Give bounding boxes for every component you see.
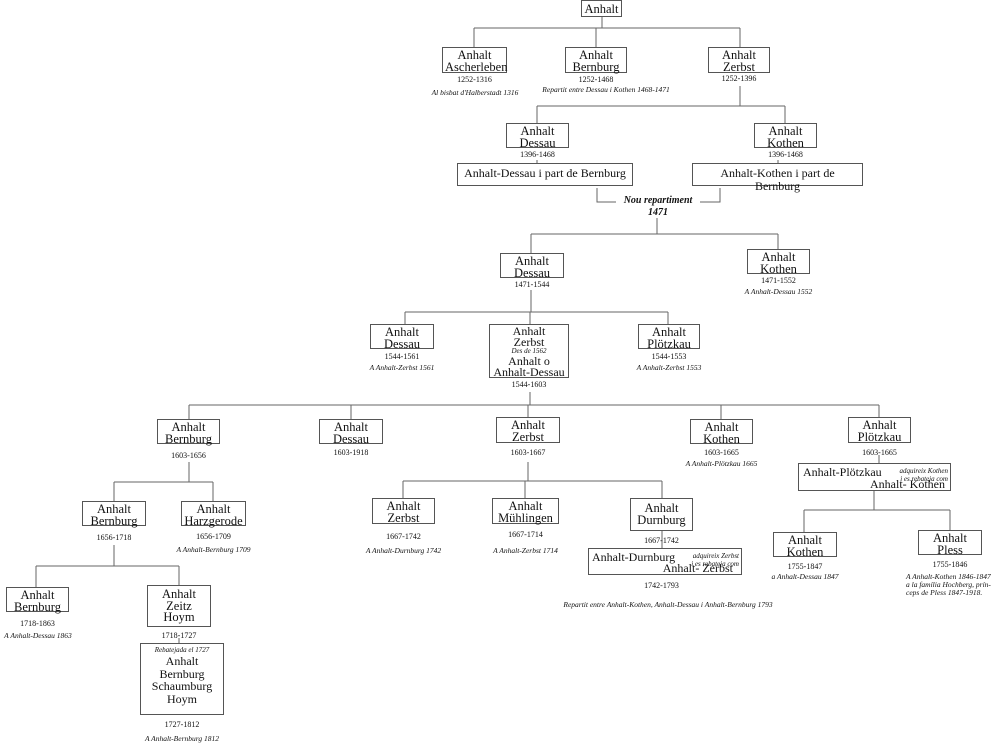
node-anhalt-plotzkau-1: Anhalt Plötzkau: [638, 324, 700, 350]
connector: [402, 462, 663, 498]
node-anhalt-zeitz-hoym: Anhalt Zeitz Hoym: [147, 585, 211, 627]
node-anhalt-kothen-1: Anhalt Kothen: [754, 123, 817, 149]
node-anhalt-pless: Anhalt Pless: [918, 530, 982, 556]
date-kothen-4: 1755-1847: [787, 562, 823, 571]
node-anhalt-kothen-4: Anhalt Kothen: [773, 532, 837, 558]
schaumburg-title: Anhalt Bernburg Schaumburg Hoym: [151, 654, 213, 706]
date-dessau-2: 1471-1544: [514, 280, 550, 289]
date-bernburg-3: 1656-1718: [96, 533, 132, 542]
zerbst-2-renamed: Anhalt o Anhalt-Dessau: [493, 354, 565, 379]
note-schaumburg: A Anhalt-Bernburg 1812: [144, 734, 220, 743]
node-anhalt-zerbst-3: Anhalt Zerbst: [496, 417, 560, 443]
connector: [473, 16, 741, 47]
date-kothen-3: 1603-1665: [704, 448, 739, 457]
node-anhalt-kothen-2: Anhalt Kothen: [747, 249, 810, 275]
connector: [188, 392, 880, 419]
durnburg-zerbst-note: adquireix Zerbst i es rebateja com: [691, 552, 739, 568]
connector: [596, 188, 721, 203]
date-bernburg-4: 1718-1863: [20, 619, 55, 628]
node-anhalt-dessau-4: Anhalt Dessau: [319, 419, 383, 445]
node-anhalt-bernburg-4: Anhalt Bernburg: [6, 587, 69, 613]
date-pless: 1755-1846: [932, 560, 968, 569]
date-dessau-3: 1544-1561: [384, 352, 420, 361]
date-zerbst-4: 1667-1742: [386, 532, 421, 541]
note-plotzkau-1: A Anhalt-Zerbst 1553: [636, 363, 702, 372]
date-harzgerode: 1656-1709: [196, 532, 231, 541]
connector: [530, 218, 779, 253]
node-anhalt-bernburg-3: Anhalt Bernburg: [82, 501, 146, 527]
date-kothen-2: 1471-1552: [761, 276, 796, 285]
connector: [404, 290, 669, 324]
plotzkau-kothen-renamed: Anhalt- Kothen: [870, 477, 945, 491]
note-durnburg-zerbst: Repartit entre Anhalt-Kothen, Anhalt-Des…: [563, 600, 773, 609]
date-durnburg: 1667-1742: [644, 536, 679, 545]
note-nou-repartiment: Nou repartiment 1471: [623, 195, 693, 218]
date-kothen-1: 1396-1468: [768, 150, 803, 159]
note-kothen-3: A Anhalt-Plötzkau 1665: [685, 459, 758, 468]
date-zerbst-3: 1603-1667: [510, 448, 546, 457]
node-anhalt-aschersleben: Anhalt Ascherleben: [442, 47, 507, 73]
node-anhalt-muhlingen: Anhalt Mühlingen: [492, 498, 559, 524]
note-harzgerode: A Anhalt-Bernburg 1709: [176, 545, 251, 554]
note-dessau-3: A Anhalt-Zerbst 1561: [369, 363, 435, 372]
schaumburg-note: Rebatejada el 1727: [154, 646, 210, 654]
node-anhalt-bernburg-2: Anhalt Bernburg: [157, 419, 220, 445]
node-anhalt: Anhalt: [581, 0, 622, 17]
note-kothen-4: a Anhalt-Dessau 1847: [771, 572, 839, 581]
node-anhalt-plotzkau-kothen: Anhalt-Plötzkau adquireix Kothen i es re…: [798, 463, 951, 491]
connector: [35, 545, 180, 587]
note-zerbst-4: A Anhalt-Durnburg 1742: [365, 546, 442, 555]
node-anhalt-zerbst-2: Anhalt Zerbst Des de 1562 Anhalt o Anhal…: [489, 324, 569, 378]
node-anhalt-dessau-2: Anhalt Dessau: [500, 253, 564, 279]
note-bernburg-1: Repartit entre Dessau i Kothen 1468-1471: [542, 85, 670, 94]
note-kothen-2: A Anhalt-Dessau 1552: [744, 287, 813, 296]
node-anhalt-zerbst-1: Anhalt Zerbst: [708, 47, 770, 73]
node-anhalt-harzgerode: Anhalt Harzgerode: [181, 501, 246, 527]
connector: [536, 160, 779, 163]
plotzkau-kothen-original: Anhalt-Plötzkau: [803, 465, 882, 479]
date-muhlingen: 1667-1714: [508, 530, 543, 539]
date-aschersleben: 1252-1316: [457, 75, 492, 84]
connector: [536, 86, 786, 123]
node-anhalt-durnburg-zerbst: Anhalt-Durnburg adquireix Zerbst i es re…: [588, 548, 742, 575]
note-aschersleben: Al bisbat d'Halberstadt 1316: [431, 88, 519, 97]
date-zerbst-2: 1544-1603: [511, 380, 547, 389]
zerbst-2-note: Des de 1562: [511, 347, 547, 355]
date-plotzkau-1: 1544-1553: [651, 352, 687, 361]
date-dessau-1: 1396-1468: [520, 150, 555, 159]
node-anhalt-plotzkau-2: Anhalt Plötzkau: [848, 417, 911, 443]
date-zeitz-hoym: 1718-1727: [161, 631, 197, 640]
durnburg-zerbst-original: Anhalt-Durnburg: [592, 550, 676, 564]
node-anhalt-durnburg: Anhalt Durnburg: [630, 498, 693, 531]
node-anhalt-zerbst-4: Anhalt Zerbst: [372, 498, 435, 524]
date-bernburg-1: 1252-1468: [578, 75, 614, 84]
node-anhalt-dessau-3: Anhalt Dessau: [370, 324, 434, 350]
zerbst-2-title: Anhalt Zerbst: [512, 324, 546, 349]
date-dessau-4: 1603-1918: [333, 448, 369, 457]
node-anhalt-bernburg-schaumburg-hoym: Rebatejada el 1727 Anhalt Bernburg Schau…: [140, 643, 224, 715]
date-zerbst-1: 1252-1396: [721, 74, 757, 83]
plotzkau-kothen-note: adquireix Kothen i es rebateja com: [899, 467, 948, 483]
date-bernburg-2: 1603-1656: [171, 451, 206, 460]
node-anhalt-dessau-part-bernburg: Anhalt-Dessau i part de Bernburg: [457, 163, 633, 186]
durnburg-zerbst-renamed: Anhalt- Zerbst: [662, 561, 733, 575]
date-schaumburg: 1727-1812: [164, 720, 200, 729]
node-anhalt-kothen-3: Anhalt Kothen: [690, 419, 753, 445]
note-bernburg-4: A Anhalt-Dessau 1863: [4, 631, 72, 640]
node-anhalt-kothen-part-bernburg: Anhalt-Kothen i part de Bernburg: [692, 163, 863, 193]
connector: [803, 455, 951, 532]
node-anhalt-dessau-1: Anhalt Dessau: [506, 123, 569, 149]
note-muhlingen: A Anhalt-Zerbst 1714: [493, 546, 558, 555]
connector: [113, 462, 214, 501]
date-plotzkau-2: 1603-1665: [862, 448, 897, 457]
date-durnburg-zerbst: 1742-1793: [644, 581, 679, 590]
node-anhalt-bernburg-1: Anhalt Bernburg: [565, 47, 627, 73]
note-pless: A Anhalt-Kothen 1846-1847 a la família H…: [906, 572, 991, 597]
